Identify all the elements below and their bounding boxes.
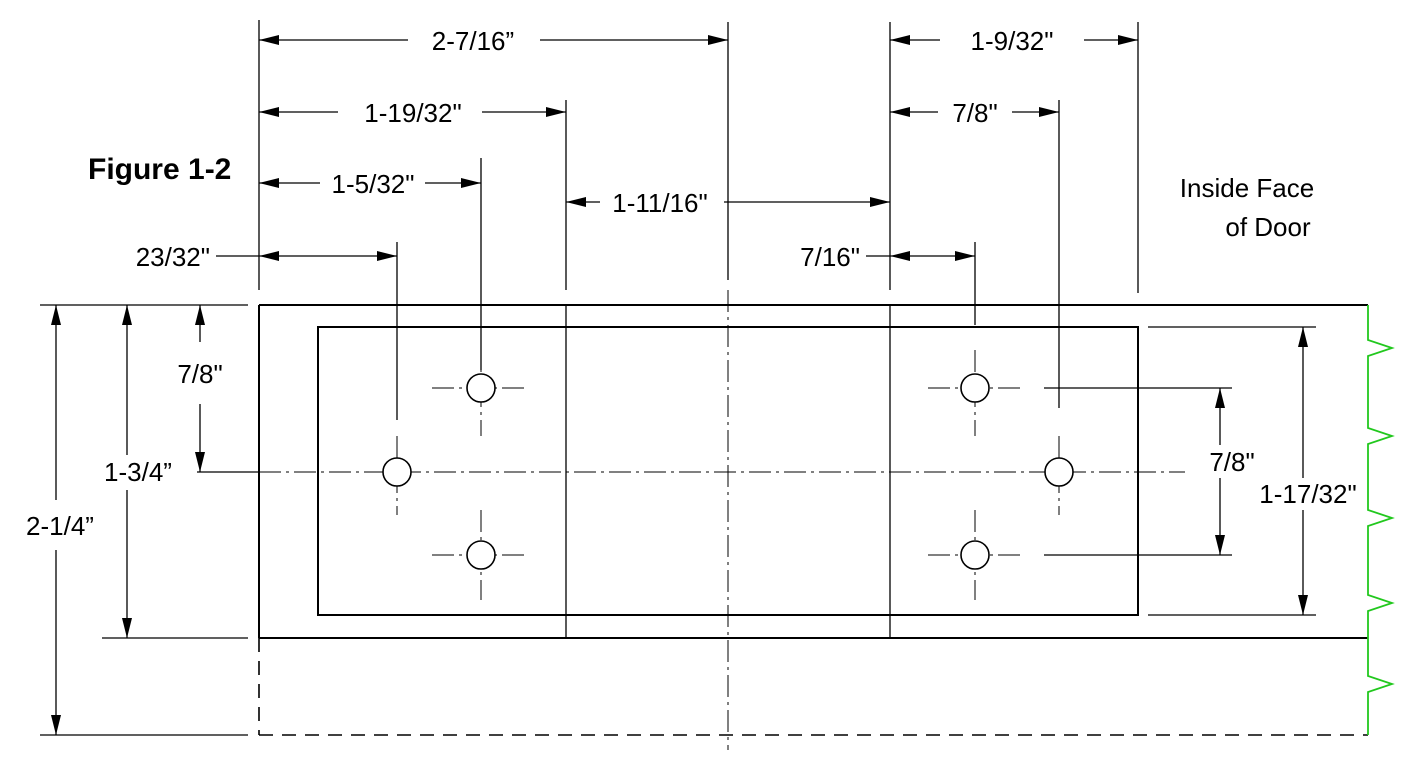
dim-7-16: 7/16": [800, 242, 975, 272]
dim-label: 1-11/16": [612, 188, 707, 218]
dim-label: 1-9/32": [971, 26, 1054, 56]
dim-label: 7/8": [1209, 447, 1254, 477]
extension-lines: [40, 20, 1316, 736]
dim-1-17-32: 1-17/32": [1259, 327, 1357, 615]
dim-label: 2-1/4”: [26, 511, 94, 541]
center-lines: [259, 290, 1185, 750]
mounting-hole: [960, 373, 990, 403]
dim-7-8-right: 7/8": [1209, 388, 1255, 555]
dim-1-3-4: 1-3/4”: [104, 305, 172, 638]
note-inside-face-line1: Inside Face: [1180, 173, 1314, 203]
dim-label: 23/32": [136, 242, 210, 272]
dim-label: 1-17/32": [1259, 479, 1356, 509]
mounting-hole: [382, 457, 412, 487]
dim-1-19-32: 1-19/32": [259, 98, 566, 128]
dim-label: 1-5/32": [332, 169, 415, 199]
dim-label: 1-19/32": [364, 98, 461, 128]
dim-1-11-16: 1-11/16": [566, 188, 890, 218]
mounting-hole: [960, 540, 990, 570]
figure-title: Figure 1-2: [88, 153, 231, 186]
dim-label: 2-7/16”: [432, 26, 514, 56]
dim-2-7-16: 2-7/16”: [259, 26, 728, 56]
dim-label: 1-3/4”: [104, 457, 172, 487]
dim-label: 7/16": [800, 242, 860, 272]
mounting-holes: [382, 373, 1074, 570]
dim-7-8-left: 7/8": [177, 305, 223, 472]
mounting-hole: [466, 540, 496, 570]
dim-label: 7/8": [952, 98, 997, 128]
door-thickness-outline: [258, 638, 1368, 736]
dim-1-9-32: 1-9/32": [890, 26, 1138, 56]
note-inside-face-line2: of Door: [1225, 212, 1311, 242]
dim-2-1-4: 2-1/4”: [26, 305, 94, 735]
dim-label: 7/8": [177, 359, 222, 389]
mounting-hole: [466, 373, 496, 403]
door-break-line: [1367, 305, 1395, 735]
dim-7-8-top: 7/8": [890, 98, 1059, 128]
dim-1-5-32: 1-5/32": [259, 169, 481, 199]
mounting-hole: [1044, 457, 1074, 487]
dim-23-32: 23/32": [136, 242, 397, 272]
